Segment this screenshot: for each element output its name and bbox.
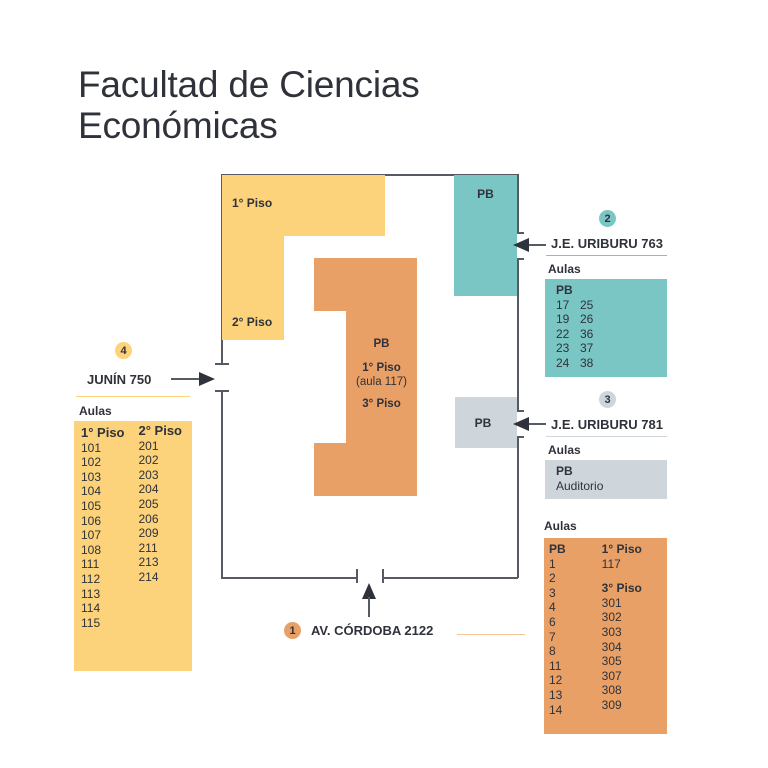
aulas-column: 1° Piso 101 102 103 104 105 106 107 108 … — [81, 425, 125, 630]
aulas-card: PB 1 2 3 4 6 7 8 11 12 13 14 1° Piso 117… — [544, 538, 667, 734]
aulas-label: Aulas — [544, 519, 577, 533]
aulas-label: Aulas — [548, 443, 581, 457]
arrow-left-icon — [513, 238, 529, 252]
outline-left-lower — [221, 390, 223, 578]
street-label: AV. CÓRDOBA 2122 — [311, 623, 434, 638]
entrance-badge: 2 — [599, 210, 616, 227]
door-tick — [215, 363, 229, 365]
outline-right-1 — [517, 174, 519, 232]
entrance-badge: 1 — [284, 622, 301, 639]
aulas-column: 1° Piso 117 3° Piso 301 302 303 304 305 … — [601, 542, 642, 712]
entrance-badge: 4 — [115, 342, 132, 359]
outline-bottom-right — [383, 577, 518, 579]
orange-block-top — [314, 258, 417, 311]
outline-right-3 — [517, 436, 519, 578]
door-tick — [510, 258, 524, 260]
arrow-shaft — [528, 244, 546, 246]
divider — [457, 634, 525, 635]
aulas-card: PB Auditorio — [545, 460, 667, 499]
grey-block-label: PB — [474, 416, 492, 430]
door-tick — [382, 569, 384, 583]
outline-left-upper — [221, 174, 223, 364]
arrow-right-icon — [199, 372, 215, 386]
yellow-block-leg — [222, 236, 284, 340]
yellow-block-top — [222, 175, 385, 236]
aulas-card: 1° Piso 101 102 103 104 105 106 107 108 … — [74, 421, 192, 671]
teal-block-label: PB — [477, 187, 494, 201]
outline-top — [221, 174, 518, 176]
outline-bottom-left — [221, 577, 357, 579]
street-label: J.E. URIBURU 763 — [551, 236, 663, 251]
divider — [546, 436, 667, 437]
aulas-label: Aulas — [79, 404, 112, 418]
page-title: Facultad de Ciencias Económicas — [78, 64, 420, 146]
door-tick — [510, 232, 524, 234]
orange-block-bottom — [314, 443, 417, 496]
door-tick — [510, 410, 524, 412]
orange-block-spine — [346, 311, 417, 443]
arrow-left-icon — [513, 417, 529, 431]
yellow-block-label-bottom: 2° Piso — [232, 315, 273, 329]
title-line-1: Facultad de Ciencias — [78, 64, 420, 105]
outline-right-2 — [517, 258, 519, 410]
title-line-2: Económicas — [78, 105, 278, 146]
arrow-up-icon — [362, 583, 376, 599]
entrance-badge: 3 — [599, 391, 616, 408]
street-label: J.E. URIBURU 781 — [551, 417, 663, 432]
orange-block-labels: PB 1° Piso (aula 117) 3° Piso — [356, 338, 407, 410]
door-tick — [215, 390, 229, 392]
aulas-column: 2° Piso 201 202 203 204 205 206 209 211 … — [138, 423, 183, 584]
arrow-shaft — [368, 597, 370, 617]
aulas-label: Aulas — [548, 262, 581, 276]
street-label: JUNÍN 750 — [87, 372, 152, 387]
grey-block — [455, 397, 517, 448]
divider — [76, 396, 190, 397]
aulas-column: PB 1 2 3 4 6 7 8 11 12 13 14 — [549, 542, 566, 717]
yellow-block-label-top: 1° Piso — [232, 196, 273, 210]
arrow-shaft — [528, 423, 546, 425]
teal-block — [454, 175, 517, 296]
door-tick — [510, 436, 524, 438]
door-tick — [356, 569, 358, 583]
divider — [546, 255, 667, 256]
arrow-shaft — [171, 378, 203, 380]
